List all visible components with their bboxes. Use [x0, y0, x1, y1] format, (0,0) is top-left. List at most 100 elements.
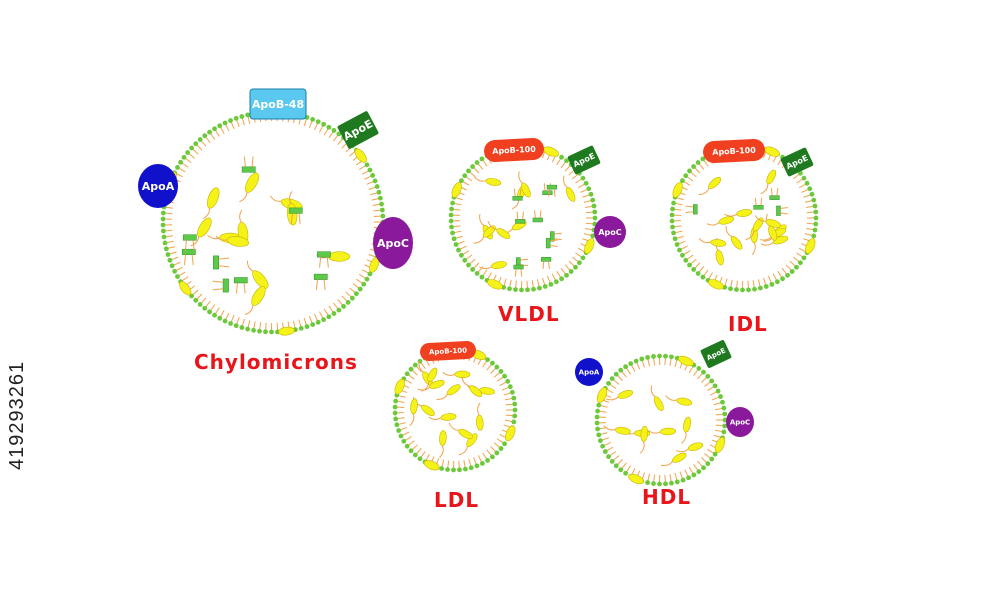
triglyceride — [615, 426, 631, 435]
triglyceride — [617, 390, 634, 399]
triglyceride — [485, 178, 502, 186]
triglyceride — [718, 216, 735, 225]
cholesterol-ester — [313, 273, 328, 291]
apoprotein-label: ApoB-48 — [252, 98, 304, 111]
membrane-cholesterol — [805, 238, 816, 254]
apoprotein-apob-100: ApoB-100 — [420, 341, 476, 361]
triglyceride — [671, 452, 687, 463]
apoprotein-apoa: ApoA — [138, 164, 178, 208]
membrane-cholesterol — [487, 279, 503, 290]
apoprotein-label: ApoC — [377, 237, 409, 250]
membrane-cholesterol — [394, 378, 405, 395]
apoprotein-label: ApoB-100 — [712, 146, 756, 157]
chylomicrons-label: Chylomicrons — [194, 350, 358, 374]
membrane-cholesterol — [451, 182, 462, 198]
membrane-cholesterol — [543, 146, 559, 157]
triglyceride — [458, 428, 473, 439]
triglyceride — [245, 172, 259, 193]
triglyceride — [446, 384, 461, 396]
apoprotein-apob-100: ApoB-100 — [484, 138, 544, 162]
cholesterol-ester — [776, 205, 789, 216]
triglyceride — [227, 236, 250, 247]
apoprotein-apoe: ApoE — [700, 340, 732, 368]
apoprotein-label: ApoB-100 — [429, 346, 468, 356]
triglyceride — [710, 239, 727, 247]
idl-particle — [669, 143, 819, 293]
apoprotein-label: ApoB-100 — [492, 145, 536, 156]
membrane-cholesterol — [505, 425, 516, 442]
triglyceride — [653, 396, 664, 412]
membrane-cholesterol — [678, 355, 694, 367]
apoprotein-label: ApoC — [730, 418, 750, 426]
apoprotein-apob-48: ApoB-48 — [249, 88, 307, 120]
apoprotein-apoe: ApoE — [780, 147, 814, 177]
triglyceride — [715, 249, 724, 266]
hdl-particle — [594, 353, 728, 487]
triglyceride — [683, 416, 691, 433]
triglyceride — [439, 430, 447, 446]
triglyceride — [687, 442, 704, 451]
membrane-cholesterol — [584, 238, 595, 254]
apoprotein-apob-100: ApoB-100 — [703, 138, 765, 164]
cholesterol-ester — [532, 210, 543, 223]
membrane-cholesterol — [714, 437, 726, 453]
triglyceride — [736, 209, 753, 217]
triglyceride — [491, 261, 507, 269]
apoprotein-apoe: ApoE — [337, 111, 379, 149]
membrane-cholesterol — [764, 146, 780, 157]
triglyceride — [440, 413, 457, 421]
membrane-cholesterol — [672, 182, 683, 198]
cholesterol-ester — [541, 257, 552, 269]
triglyceride — [476, 414, 484, 431]
cholesterol-ester — [233, 277, 248, 294]
apoprotein-apoc: ApoC — [726, 407, 754, 437]
cholesterol-ester — [241, 156, 256, 173]
triglyceride — [676, 397, 693, 406]
cholesterol-ester — [546, 184, 557, 197]
apoprotein-apoc: ApoC — [594, 216, 626, 248]
cholesterol-ester — [542, 183, 553, 195]
triglyceride — [421, 404, 435, 417]
hdl-label: HDL — [642, 485, 692, 509]
triglyceride — [252, 270, 269, 289]
idl-label: IDL — [728, 312, 768, 336]
cholesterol-ester — [212, 278, 229, 293]
cholesterol-ester — [753, 197, 764, 210]
triglyceride — [766, 169, 777, 185]
cholesterol-ester — [515, 211, 526, 224]
membrane-cholesterol — [596, 387, 608, 403]
apoprotein-apoe: ApoE — [567, 145, 601, 175]
apoprotein-apoc: ApoC — [373, 217, 413, 269]
membrane-cholesterol — [354, 148, 367, 163]
triglyceride — [410, 398, 418, 415]
apoprotein-label: ApoA — [579, 368, 600, 376]
triglyceride — [454, 370, 471, 379]
chylomicron-particle — [160, 108, 386, 336]
triglyceride — [496, 228, 511, 239]
cholesterol-ester — [769, 187, 780, 200]
triglyceride — [660, 427, 676, 436]
cholesterol-ester — [182, 234, 197, 251]
cholesterol-ester — [512, 188, 523, 201]
stock-id-watermark: 419293261 — [6, 360, 28, 470]
triglyceride — [328, 251, 351, 262]
apoprotein-label: ApoC — [598, 228, 621, 237]
membrane-cholesterol — [423, 460, 440, 471]
vldl-label: VLDL — [498, 302, 560, 326]
cholesterol-ester — [685, 204, 698, 215]
triglyceride — [197, 217, 212, 238]
ldl-particle — [392, 347, 518, 473]
cholesterol-ester — [513, 264, 524, 277]
apoprotein-apoa: ApoA — [575, 358, 603, 386]
membrane-cholesterol — [179, 281, 192, 296]
cholesterol-ester — [545, 238, 558, 249]
triglyceride — [207, 187, 220, 209]
apoprotein-label: ApoA — [142, 180, 175, 193]
ldl-label: LDL — [434, 488, 480, 512]
triglyceride — [730, 236, 743, 250]
triglyceride — [640, 425, 649, 442]
cholesterol-ester — [288, 207, 303, 224]
cholesterol-ester — [317, 251, 331, 268]
cholesterol-ester — [213, 255, 230, 270]
